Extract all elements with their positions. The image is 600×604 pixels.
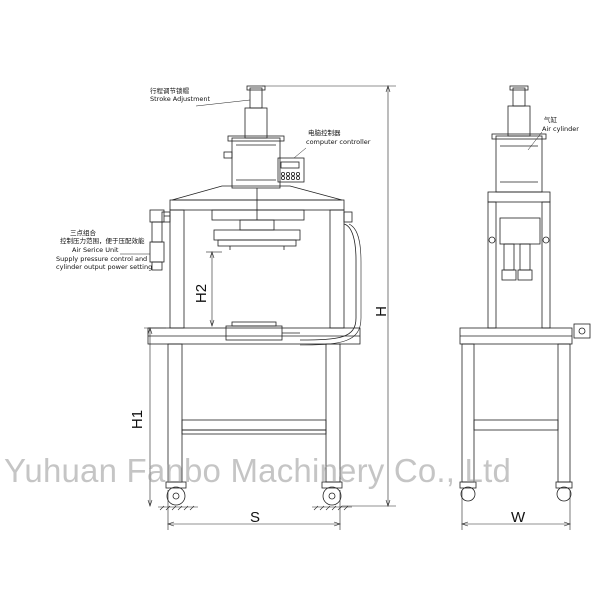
front-casters (165, 481, 343, 506)
air-unit-label-cn2: 控制压力范围，便于压配效能 (60, 237, 145, 245)
leader-controller (293, 147, 307, 159)
side-right-leg (557, 343, 571, 483)
side-view (459, 85, 591, 530)
upper-die (213, 229, 301, 241)
air-hose (299, 223, 357, 341)
dim-s: S (250, 509, 261, 526)
side-casters (459, 481, 573, 502)
air-unit-label-cn: 三点组合 (70, 229, 96, 237)
dim-h2: H2 (193, 283, 211, 304)
side-dimension-w (461, 490, 571, 530)
dim-h: H (372, 306, 390, 317)
stroke-label-en: Stroke Adjustment (150, 95, 211, 103)
front-left-column (169, 209, 185, 329)
dim-h1: H1 (129, 409, 147, 430)
controller-buttons (280, 171, 300, 180)
side-frame (487, 201, 497, 329)
front-cylinder (231, 137, 281, 189)
dim-w: W (511, 509, 526, 526)
side-air-unit (488, 217, 550, 281)
leader-cylinder (527, 131, 543, 151)
leader-stroke (195, 99, 251, 107)
side-cylinder (495, 135, 543, 193)
air-unit-label-en1: Air Serice Unit (72, 246, 119, 254)
dimension-lines (144, 85, 396, 530)
cylinder-label-en: Air cylinder (542, 125, 579, 133)
air-unit-label-en2: Supply pressure control and (56, 255, 148, 263)
stroke-adjust-rod (249, 87, 263, 109)
air-service-unit (149, 209, 170, 271)
cylinder-label-cn: 气缸 (544, 116, 557, 124)
controller-label-cn: 电脑控制器 (308, 129, 341, 137)
company-watermark: Yuhuan Fanbo Machinery Co., Ltd (4, 452, 512, 489)
stroke-label-cn: 行程调节锁帽 (150, 87, 189, 95)
air-unit-label-en3: cylinder output power setting (56, 263, 153, 271)
controller-label-en: computer controller (306, 138, 371, 146)
front-right-column (329, 209, 345, 329)
side-cylinder-rod (512, 87, 526, 107)
front-view (120, 85, 362, 511)
computer-controller-box (277, 157, 305, 183)
